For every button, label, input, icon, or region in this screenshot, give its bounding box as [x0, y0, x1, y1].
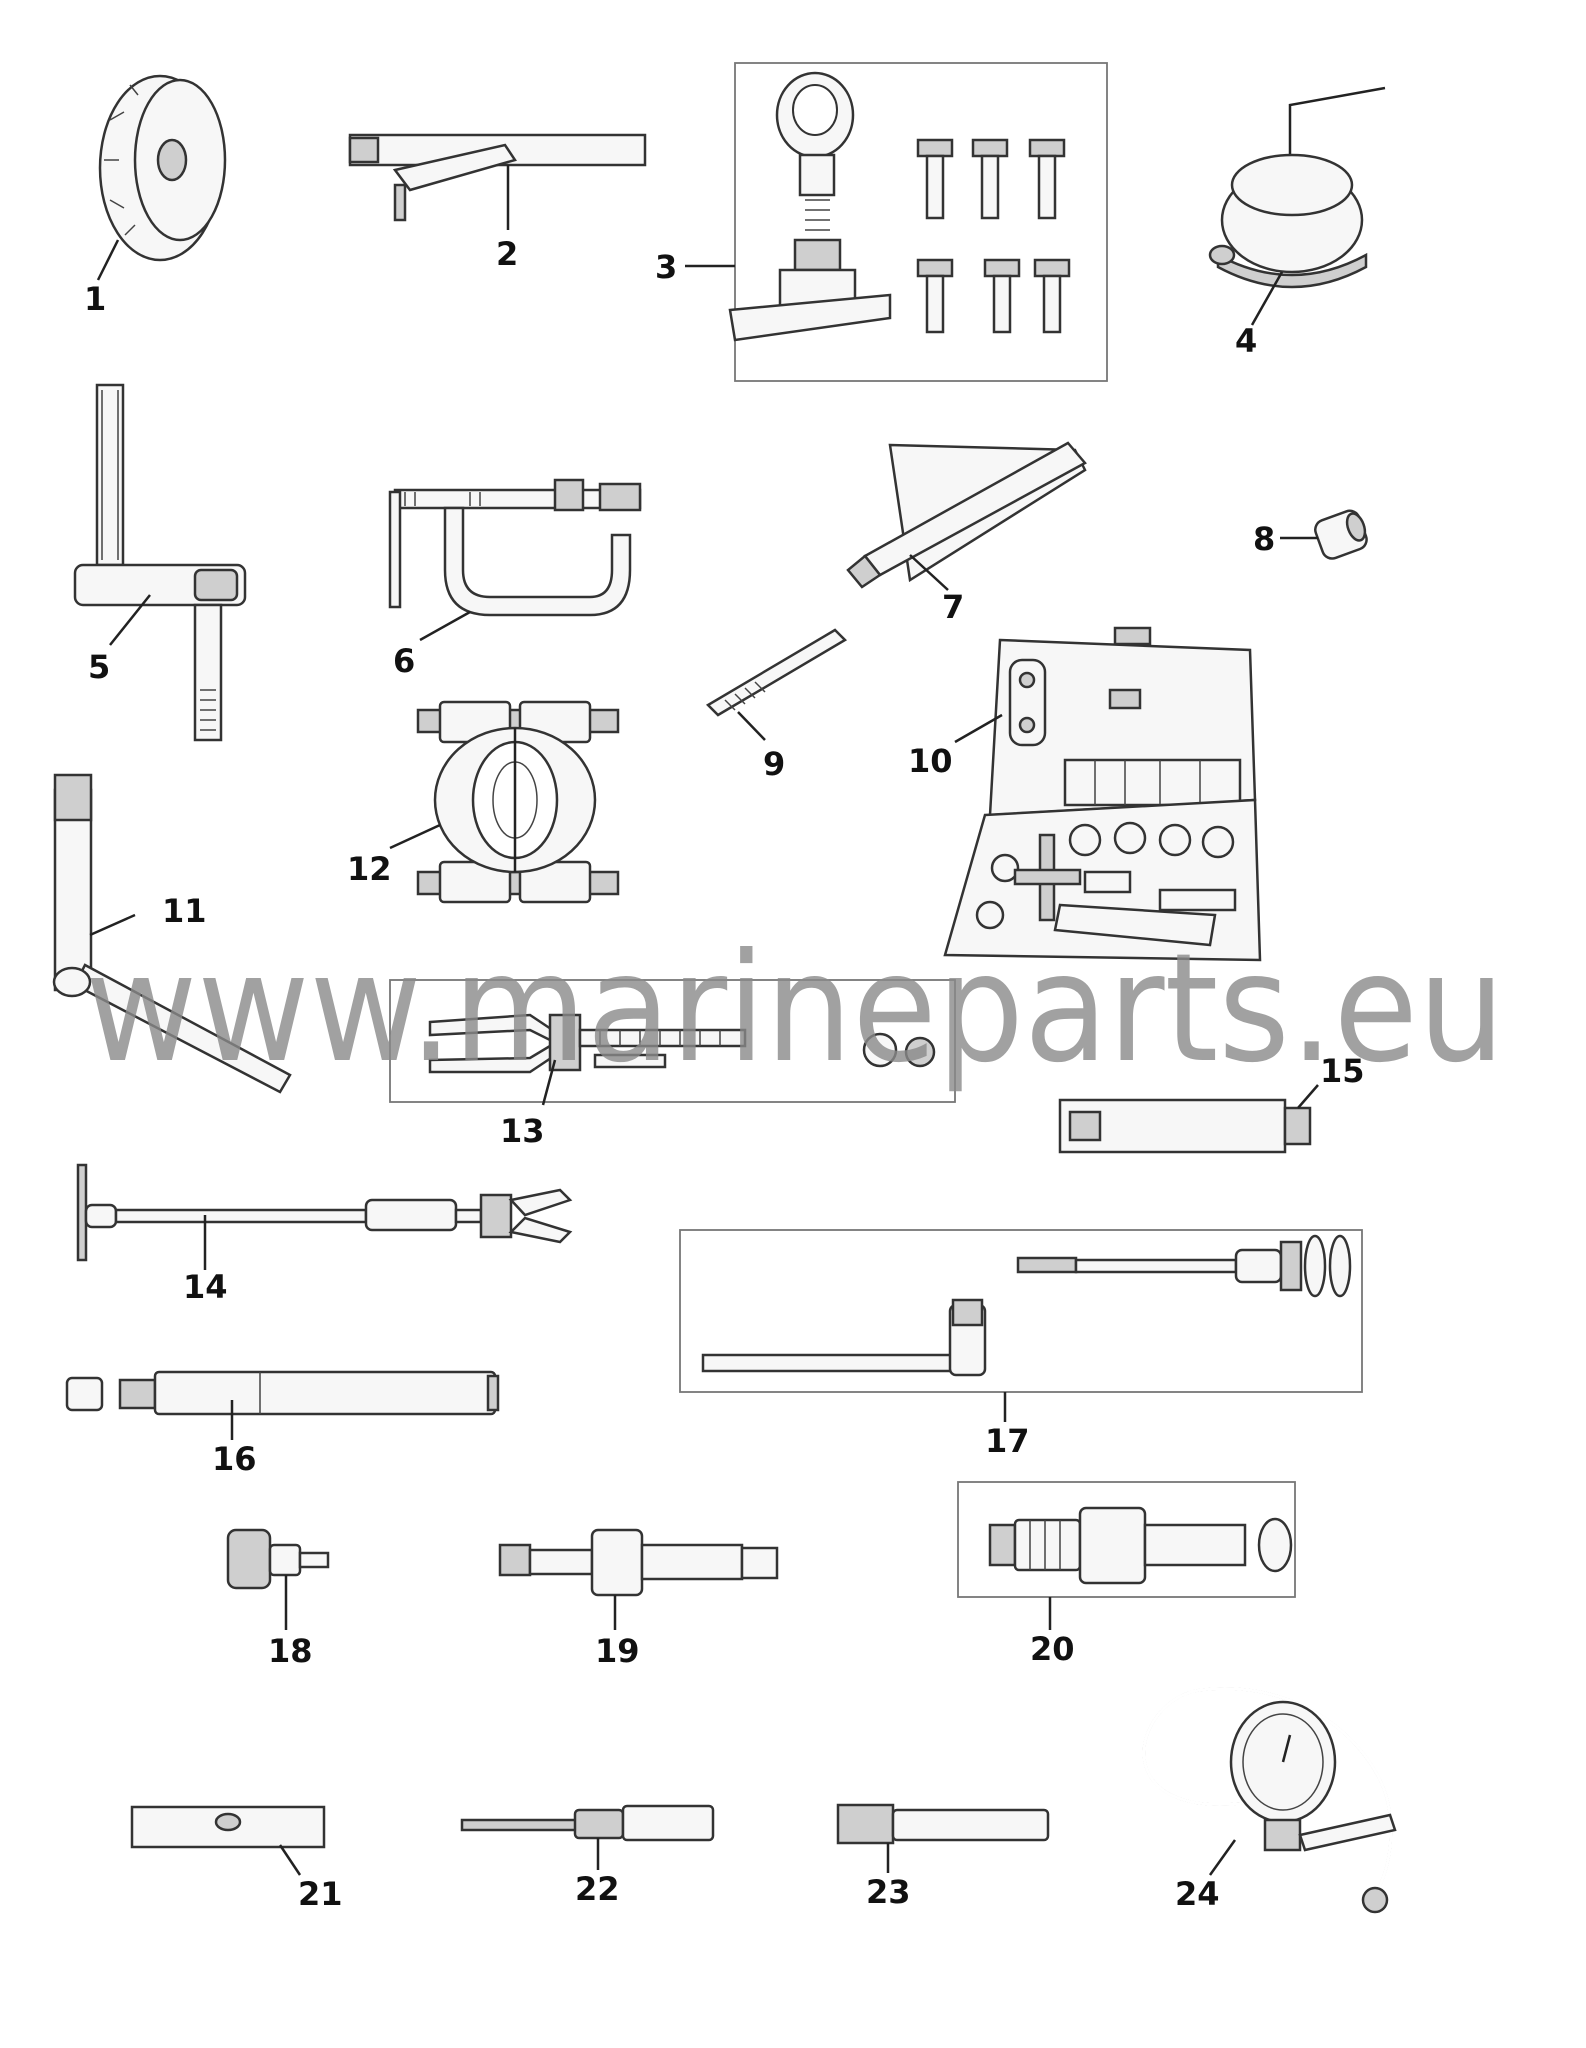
tool-13-puller-kit: [389, 979, 956, 1106]
callout-23: 23: [866, 1873, 911, 1911]
callout-16: 16: [212, 1440, 257, 1478]
callout-8: 8: [1253, 520, 1275, 558]
tool-5-t-shaft-tool: [73, 383, 247, 742]
tool-21-flat-bar: [130, 1805, 326, 1876]
callout-3: 3: [655, 248, 677, 286]
tool-3-lifting-eye-kit: [685, 62, 1108, 382]
callout-10: 10: [908, 742, 953, 780]
callout-9: 9: [763, 745, 785, 783]
tool-11-socket-wrench: [52, 773, 292, 1094]
callout-4: 4: [1235, 322, 1257, 360]
callout-17: 17: [985, 1422, 1030, 1460]
tool-1-flywheel-holder: [96, 74, 227, 281]
tool-12-bearing-separator: [389, 700, 620, 904]
callout-labels: 1 2 3 4 5 6 7 8 9 10 11 12 13 14 15 16 1…: [84, 235, 1365, 1913]
callout-6: 6: [393, 642, 415, 680]
callout-18: 18: [268, 1632, 313, 1670]
tool-20-installer: [957, 1481, 1296, 1630]
callout-12: 12: [347, 850, 392, 888]
tool-4-gauge-tool: [1208, 86, 1386, 326]
tool-17-installer-kit: [679, 1229, 1363, 1422]
callout-13: 13: [500, 1112, 545, 1150]
watermark-text: www.marineparts.eu: [85, 922, 1505, 1096]
callout-7: 7: [942, 588, 964, 626]
tool-16-driver-rod: [65, 1370, 500, 1440]
callout-20: 20: [1030, 1630, 1075, 1668]
tool-23-socket-bar: [836, 1803, 1050, 1873]
callout-2: 2: [496, 235, 518, 273]
callout-15: 15: [1320, 1052, 1365, 1090]
callout-24: 24: [1175, 1875, 1220, 1913]
callout-5: 5: [88, 648, 110, 686]
tool-6-c-clamp: [388, 478, 642, 642]
callout-14: 14: [183, 1268, 228, 1306]
tool-9-punch: [705, 628, 848, 741]
tool-18-small-driver: [226, 1528, 330, 1630]
tool-10-tool-case-kit: [943, 626, 1262, 962]
tool-14-slide-hammer: [76, 1163, 573, 1270]
tool-7-rod-tool: [846, 441, 1087, 591]
callout-21: 21: [298, 1875, 343, 1913]
callout-1: 1: [84, 280, 106, 318]
tool-19-shaft: [498, 1528, 779, 1630]
tool-24-pressure-gauge: [1142, 1687, 1397, 1914]
tool-22-screwdriver: [460, 1804, 715, 1870]
callout-19: 19: [595, 1632, 640, 1670]
callout-22: 22: [575, 1870, 620, 1908]
tool-15-tube-tool: [1058, 1084, 1319, 1154]
callout-11: 11: [162, 892, 207, 930]
tool-8-sleeve: [1280, 509, 1368, 560]
tool-2-puller-bar: [348, 133, 647, 230]
